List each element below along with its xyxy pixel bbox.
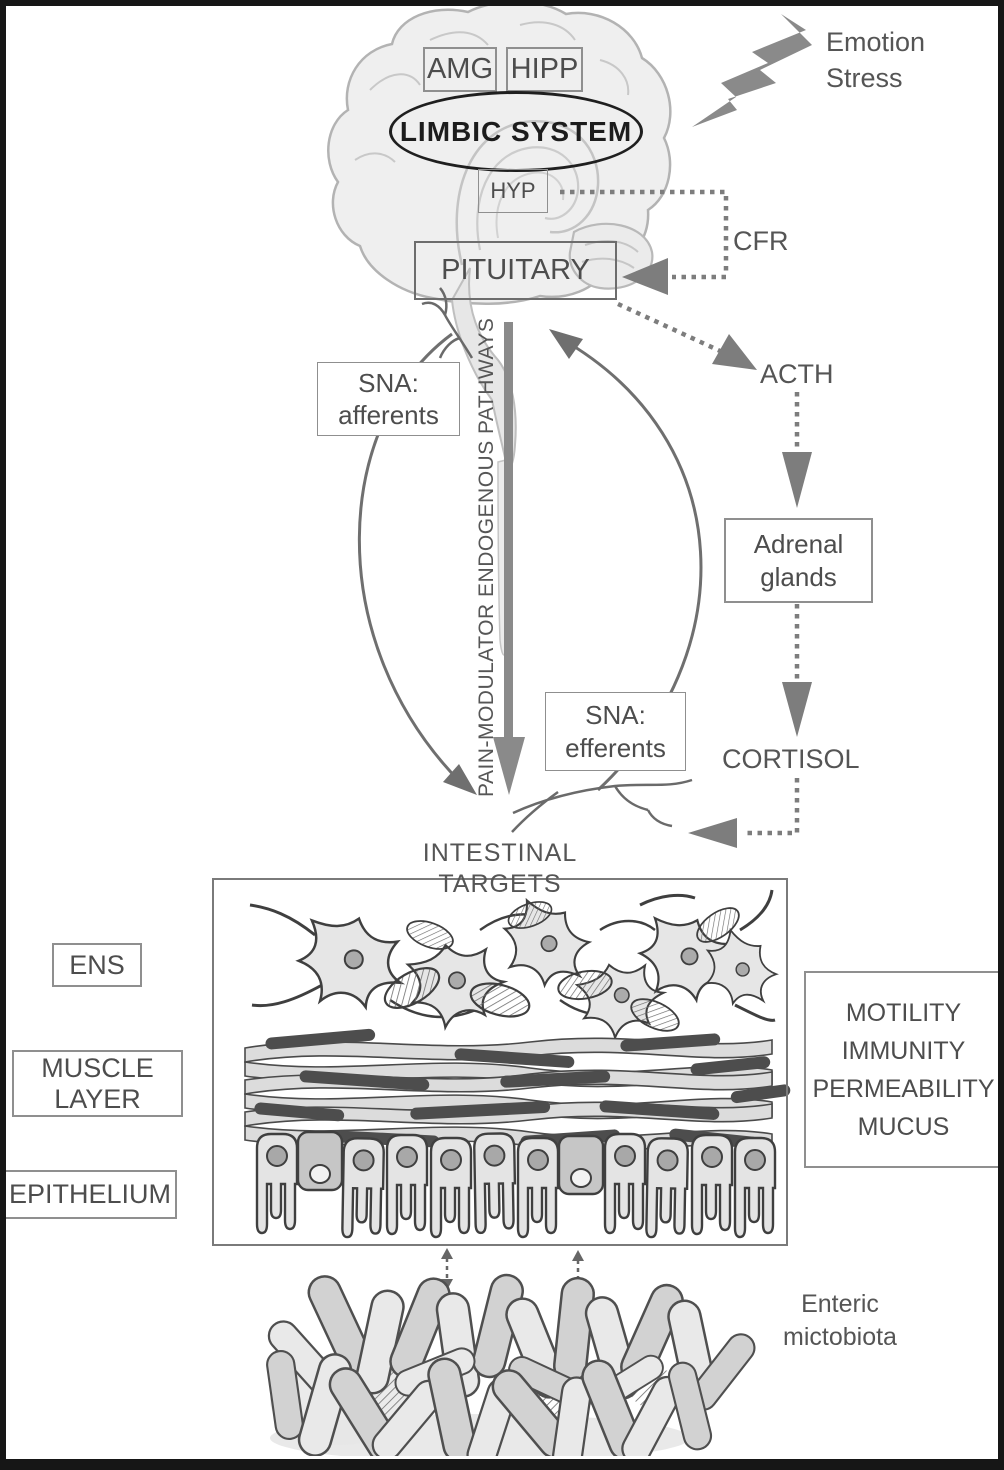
outcome-immunity: IMMUNITY bbox=[841, 1036, 966, 1065]
pituitary-label: PITUITARY bbox=[441, 254, 590, 286]
enteric-microbiota-label: Enteric mictobiota bbox=[765, 1288, 915, 1354]
stress-bolt-icon bbox=[692, 14, 812, 127]
enteric-line2: mictobiota bbox=[783, 1323, 897, 1351]
enteric-line1: Enteric bbox=[801, 1290, 879, 1318]
pathways-vertical-label: PAIN-MODULATOR ENDOGENOUS PATHWAYS bbox=[475, 317, 498, 797]
epithelium-box: EPITHELIUM bbox=[3, 1170, 177, 1219]
limbic-system-ellipse: LIMBIC SYSTEM bbox=[389, 91, 643, 172]
sna-afferents-line2: afferents bbox=[338, 400, 439, 430]
nerve-twig-lower bbox=[511, 778, 693, 833]
hyp-label: HYP bbox=[490, 178, 536, 203]
sna-afferents-box: SNA: afferents bbox=[317, 362, 460, 436]
muscle-line1: MUSCLE bbox=[41, 1052, 154, 1083]
acth-arrowhead bbox=[712, 334, 757, 370]
cortisol-arrowhead bbox=[782, 682, 812, 737]
cfr-arrowhead bbox=[622, 258, 668, 295]
sna-afferents-line1: SNA: bbox=[358, 368, 419, 398]
limbic-system-label: LIMBIC SYSTEM bbox=[399, 115, 633, 147]
pathways-arrow bbox=[493, 322, 525, 795]
afferents-arc-arrowhead bbox=[443, 764, 477, 795]
ens-neurons-illustration bbox=[249, 889, 791, 1047]
pituitary-to-acth-dotted-line bbox=[617, 301, 732, 359]
sna-efferents-box: SNA: efferents bbox=[545, 692, 686, 771]
adrenal-glands-box: Adrenal glands bbox=[724, 518, 873, 603]
adrenal-line1: Adrenal bbox=[753, 528, 844, 559]
cfr-label: CFR bbox=[733, 226, 789, 256]
ens-box: ENS bbox=[52, 943, 142, 987]
efferents-arc-arrowhead bbox=[549, 329, 583, 359]
hipp-box: HIPP bbox=[506, 47, 583, 92]
emotion-line: Emotion bbox=[826, 27, 926, 57]
nerve-twig-upper bbox=[421, 287, 474, 359]
intestinal-targets-frame bbox=[212, 878, 788, 1246]
outcomes-box: MOTILITY IMMUNITY PERMEABILITY MUCUS bbox=[804, 971, 1003, 1168]
adrenal-line2: glands bbox=[760, 561, 837, 592]
epithelium-label: EPITHELIUM bbox=[8, 1179, 172, 1209]
amg-label: AMG bbox=[426, 53, 494, 85]
intestinal-targets-label: INTESTINAL TARGETS bbox=[422, 839, 578, 899]
sna-efferents-line1: SNA: bbox=[585, 699, 646, 730]
targets-arrowhead bbox=[688, 818, 737, 848]
muscle-fibers-illustration bbox=[244, 1028, 791, 1152]
stress-line: Stress bbox=[826, 63, 903, 93]
cortisol-label: CORTISOL bbox=[722, 744, 860, 774]
outcome-mucus: MUCUS bbox=[857, 1112, 950, 1141]
muscle-line2: LAYER bbox=[54, 1083, 141, 1114]
hipp-label: HIPP bbox=[510, 53, 579, 85]
cortisol-to-targets-dotted-line bbox=[742, 778, 800, 836]
amg-box: AMG bbox=[423, 47, 497, 92]
outcome-permeability: PERMEABILITY bbox=[812, 1074, 995, 1103]
sna-efferents-line2: efferents bbox=[565, 732, 666, 763]
acth-label: ACTH bbox=[760, 359, 834, 389]
outcome-motility: MOTILITY bbox=[845, 998, 962, 1027]
adrenal-arrowhead bbox=[782, 452, 812, 508]
hyp-box: HYP bbox=[478, 169, 548, 213]
pituitary-box: PITUITARY bbox=[414, 241, 617, 300]
muscle-layer-box: MUSCLE LAYER bbox=[12, 1050, 183, 1117]
bacteria-illustration bbox=[261, 1269, 761, 1456]
ens-label: ENS bbox=[69, 949, 125, 980]
emotion-stress-label: Emotion Stress bbox=[826, 24, 925, 96]
